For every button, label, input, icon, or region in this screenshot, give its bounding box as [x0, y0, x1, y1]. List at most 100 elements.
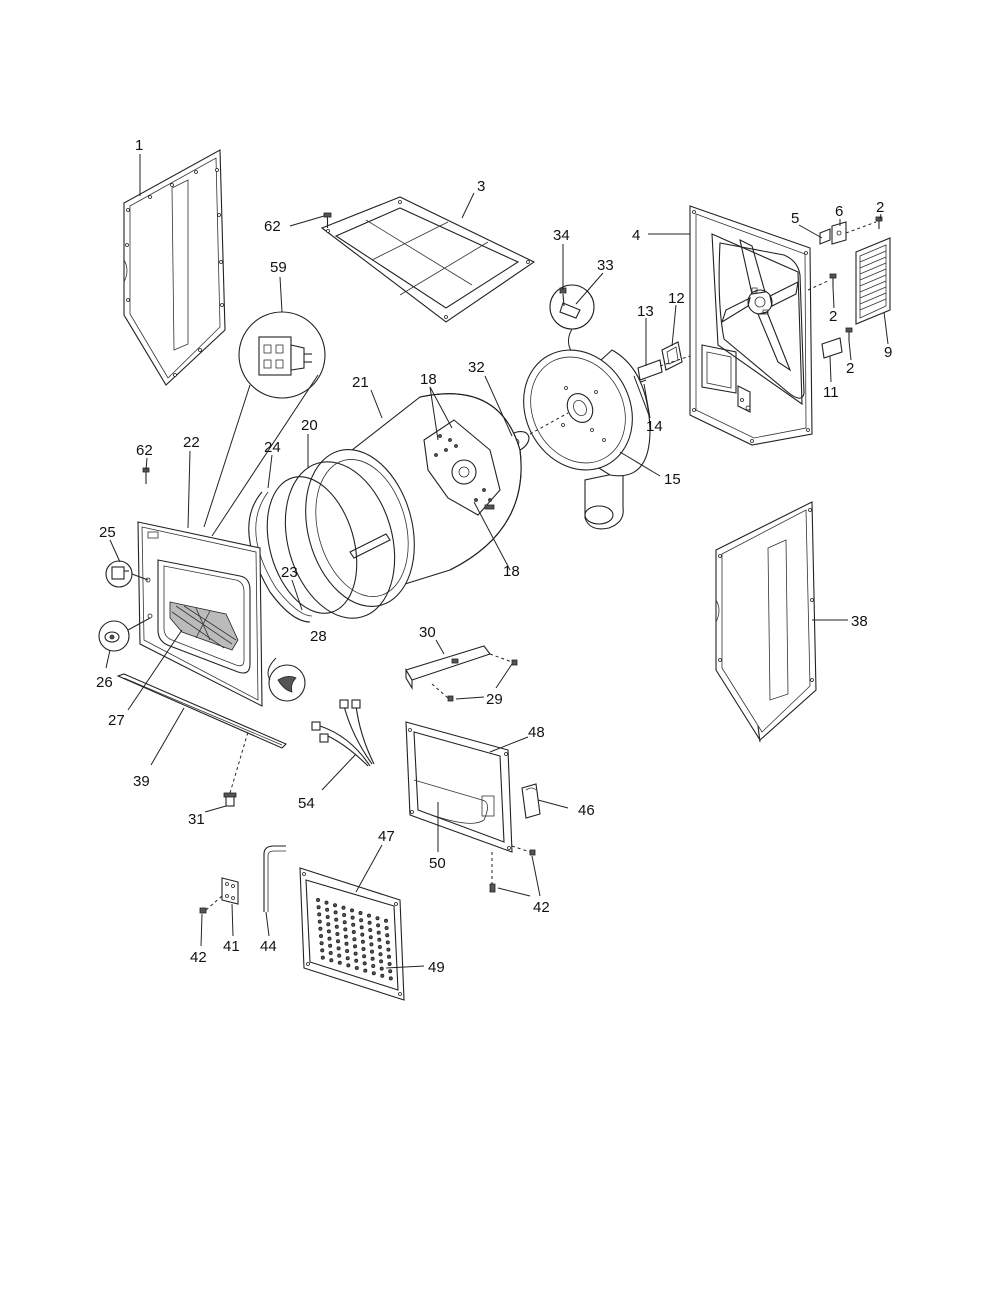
perforation-hole — [319, 941, 324, 946]
callout-44: 44 — [260, 938, 277, 955]
perforation-hole — [386, 947, 391, 952]
perforation-hole — [353, 951, 358, 956]
callout-9: 9 — [884, 344, 892, 361]
part-12-motor-switch — [661, 341, 683, 371]
perforation-hole — [352, 937, 357, 942]
part-11-plate — [821, 337, 843, 359]
callout-49: 49 — [428, 959, 445, 976]
part-2-screw-b — [807, 273, 837, 291]
perforation-hole — [352, 944, 357, 949]
perforation-hole — [325, 915, 330, 920]
perforation-hole — [371, 971, 376, 976]
part-48-access-panel — [405, 721, 513, 853]
perforation-hole — [362, 961, 367, 966]
perforation-hole — [380, 973, 385, 978]
callout-18-bottom: 18 — [503, 563, 520, 580]
perforation-hole — [359, 925, 364, 930]
perforation-hole — [318, 926, 323, 931]
callout-29: 29 — [486, 691, 503, 708]
perforation-hole — [375, 916, 380, 921]
perforation-hole — [351, 922, 356, 927]
perforation-hole — [379, 959, 384, 964]
perforation-hole — [385, 933, 390, 938]
callout-42-left: 42 — [190, 949, 207, 966]
perforation-hole — [361, 947, 366, 952]
perforation-hole — [318, 934, 323, 939]
perforation-hole — [379, 966, 384, 971]
callout-5: 5 — [791, 210, 799, 227]
perforation-hole — [343, 927, 348, 932]
perforation-hole — [317, 919, 322, 924]
perforation-hole — [325, 907, 330, 912]
perforation-hole — [370, 956, 375, 961]
perforation-hole — [334, 924, 339, 929]
callout-4: 4 — [632, 227, 640, 244]
perforation-hole — [385, 940, 390, 945]
callout-22: 22 — [183, 434, 200, 451]
callout-28: 28 — [310, 628, 327, 645]
callout-25: 25 — [99, 524, 116, 541]
leader-lines — [105, 154, 889, 969]
perforation-hole — [327, 936, 332, 941]
perforation-hole — [328, 943, 333, 948]
callout-46: 46 — [578, 802, 595, 819]
callout-34: 34 — [553, 227, 570, 244]
perforation-hole — [317, 912, 322, 917]
perforation-hole — [351, 930, 356, 935]
perforation-hole — [332, 903, 337, 908]
perforation-hole — [315, 898, 320, 903]
part-25-door-switch — [105, 560, 149, 588]
part-26-sensor — [98, 617, 151, 652]
perforation-hole — [326, 929, 331, 934]
perforation-hole — [334, 917, 339, 922]
perforation-hole — [387, 962, 392, 967]
part-29-screws — [431, 653, 518, 702]
perforation-hole — [384, 926, 389, 931]
part-15-rear-bulkhead — [523, 349, 651, 530]
part-5-clip — [819, 228, 831, 245]
callout-30: 30 — [419, 624, 436, 641]
part-34-33-sensor-detail — [549, 284, 595, 356]
part-54-wire-harness — [311, 699, 375, 767]
perforation-hole — [360, 939, 365, 944]
perforation-hole — [333, 910, 338, 915]
part-42-screws-right — [489, 845, 536, 893]
part-62-screw-top — [323, 212, 332, 228]
perforation-hole — [316, 905, 321, 910]
part-39-kick-plate — [116, 673, 287, 749]
perforation-hole — [337, 953, 342, 958]
part-42-screw-left — [199, 895, 223, 914]
callout-50: 50 — [429, 855, 446, 872]
part-13-bracket — [637, 355, 691, 381]
callout-6: 6 — [835, 203, 843, 220]
callout-24: 24 — [264, 439, 281, 456]
callout-23: 23 — [281, 564, 298, 581]
perforation-hole — [326, 922, 331, 927]
callout-12: 12 — [668, 290, 685, 307]
perforation-hole — [342, 913, 347, 918]
perforation-hole — [388, 976, 393, 981]
part-47-perforated-panel — [299, 867, 405, 1001]
part-24-felt-seal — [248, 491, 313, 623]
perforation-hole — [371, 964, 376, 969]
perforation-hole — [349, 908, 354, 913]
perforation-hole — [354, 958, 359, 963]
perforation-hole — [320, 948, 325, 953]
callout-1: 1 — [135, 137, 143, 154]
callout-14: 14 — [646, 418, 663, 435]
perforation-hole — [328, 951, 333, 956]
part-30-bracket — [405, 645, 491, 690]
perforation-hole — [368, 935, 373, 940]
callout-18-top: 18 — [420, 371, 437, 388]
callout-13: 13 — [637, 303, 654, 320]
part-9-vent-grille — [855, 237, 891, 325]
part-3-top-panel — [320, 196, 536, 323]
callout-3: 3 — [477, 178, 485, 195]
perforation-hole — [388, 969, 393, 974]
part-41-hinge — [221, 877, 239, 905]
callout-27: 27 — [108, 712, 125, 729]
perforation-hole — [337, 960, 342, 965]
callout-62-top: 62 — [264, 218, 281, 235]
part-23-ring — [266, 476, 358, 614]
